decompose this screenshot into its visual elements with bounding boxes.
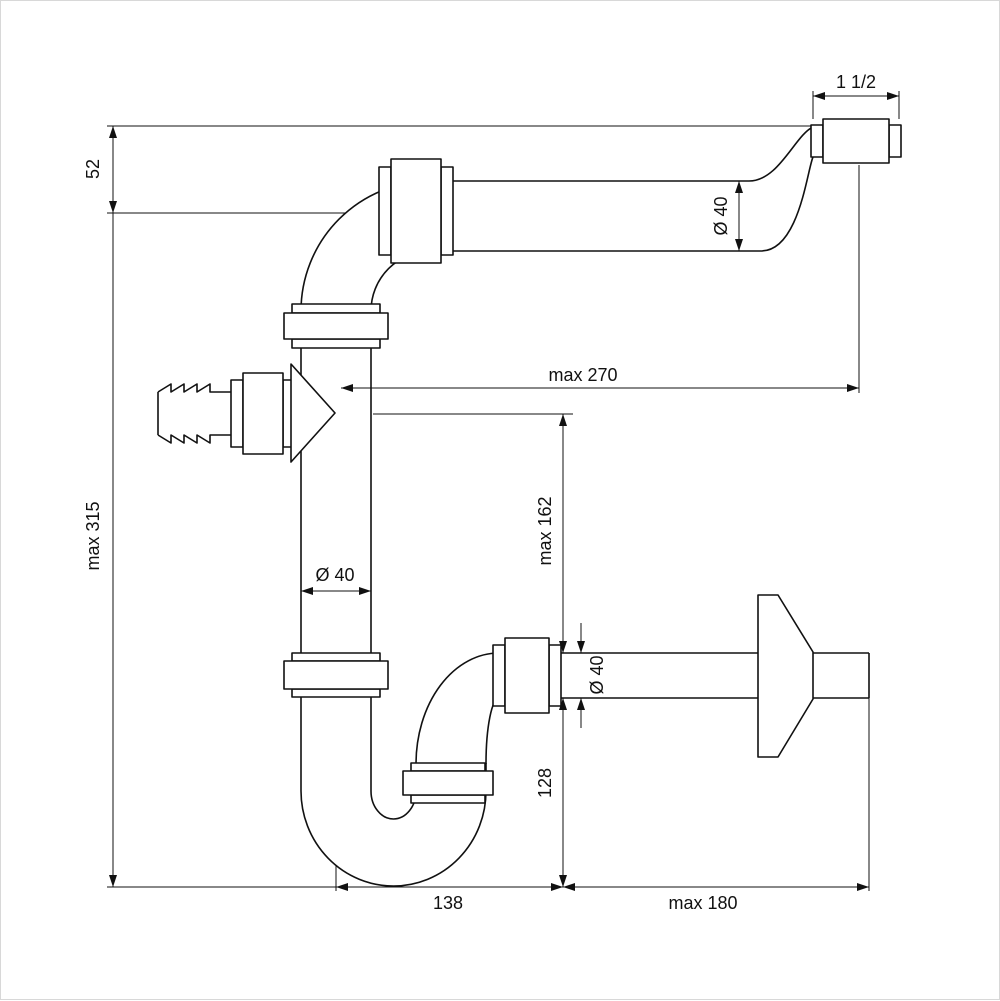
wall-connection-nut xyxy=(810,118,902,164)
dim-arrow xyxy=(887,92,899,100)
hose-barb-connector xyxy=(157,383,238,444)
dim-arrow xyxy=(551,883,563,891)
dim-arrow xyxy=(577,641,585,653)
dimension-labels: 52 max 315 Ø 40 max 270 1 1/2 max 162 12… xyxy=(83,72,876,913)
dim-arrow xyxy=(336,883,348,891)
dim-arrow xyxy=(577,698,585,710)
top-inlet-pipe xyxy=(431,126,814,252)
dim-label-total-height: max 315 xyxy=(83,501,103,570)
dim-arrow xyxy=(813,92,825,100)
dim-thread-line xyxy=(812,91,900,119)
dim-arrow xyxy=(301,587,313,595)
dim-label-mid-height: max 162 xyxy=(535,496,555,565)
dim-label-dia-top: Ø 40 xyxy=(711,196,731,235)
dim-arrow xyxy=(857,883,869,891)
dim-arrow xyxy=(735,181,743,193)
top-pipe-nut xyxy=(378,158,454,264)
standpipe-lower-nut xyxy=(283,652,389,698)
u-trap-bend xyxy=(300,763,487,887)
dim-label-trap-width: 138 xyxy=(433,893,463,913)
outlet-elbow xyxy=(415,652,500,765)
dim-arrow xyxy=(109,126,117,138)
dim-arrow xyxy=(563,883,575,891)
dim-label-wall-distance: max 270 xyxy=(548,365,617,385)
dim-label-thread-size: 1 1/2 xyxy=(836,72,876,92)
outlet-pipe-nut xyxy=(492,637,562,714)
dim-label-outlet-drop: 128 xyxy=(535,768,555,798)
dim-label-dia-standpipe: Ø 40 xyxy=(315,565,354,585)
dim-arrow xyxy=(559,641,567,653)
dim-arrow xyxy=(341,384,353,392)
dim-arrow xyxy=(735,239,743,251)
dim-chain-mid xyxy=(373,413,573,887)
dim-arrow xyxy=(109,875,117,887)
side-inlet-nut xyxy=(230,372,296,455)
dim-arrow xyxy=(559,414,567,426)
standpipe xyxy=(300,311,372,791)
wall-flange xyxy=(757,594,814,758)
standpipe-upper-nut xyxy=(283,303,389,349)
cone-seal xyxy=(290,363,336,463)
dim-arrow xyxy=(559,875,567,887)
dim-label-dia-outlet: Ø 40 xyxy=(587,655,607,694)
pipe-work xyxy=(157,126,870,887)
dim-arrow xyxy=(109,201,117,213)
dim-arrow xyxy=(359,587,371,595)
dim-chain-left xyxy=(107,125,811,887)
union-nuts xyxy=(230,118,902,804)
dim-arrow xyxy=(559,698,567,710)
dim-label-outlet-length: max 180 xyxy=(668,893,737,913)
dim-bottom-line xyxy=(107,698,870,891)
dimension-arrows xyxy=(109,92,899,891)
dimension-lines xyxy=(107,91,900,891)
dim-label-offset-top: 52 xyxy=(83,159,103,179)
dim-max270-line xyxy=(341,165,860,393)
dim-arrow xyxy=(847,384,859,392)
trap-arm-nut xyxy=(402,762,494,804)
